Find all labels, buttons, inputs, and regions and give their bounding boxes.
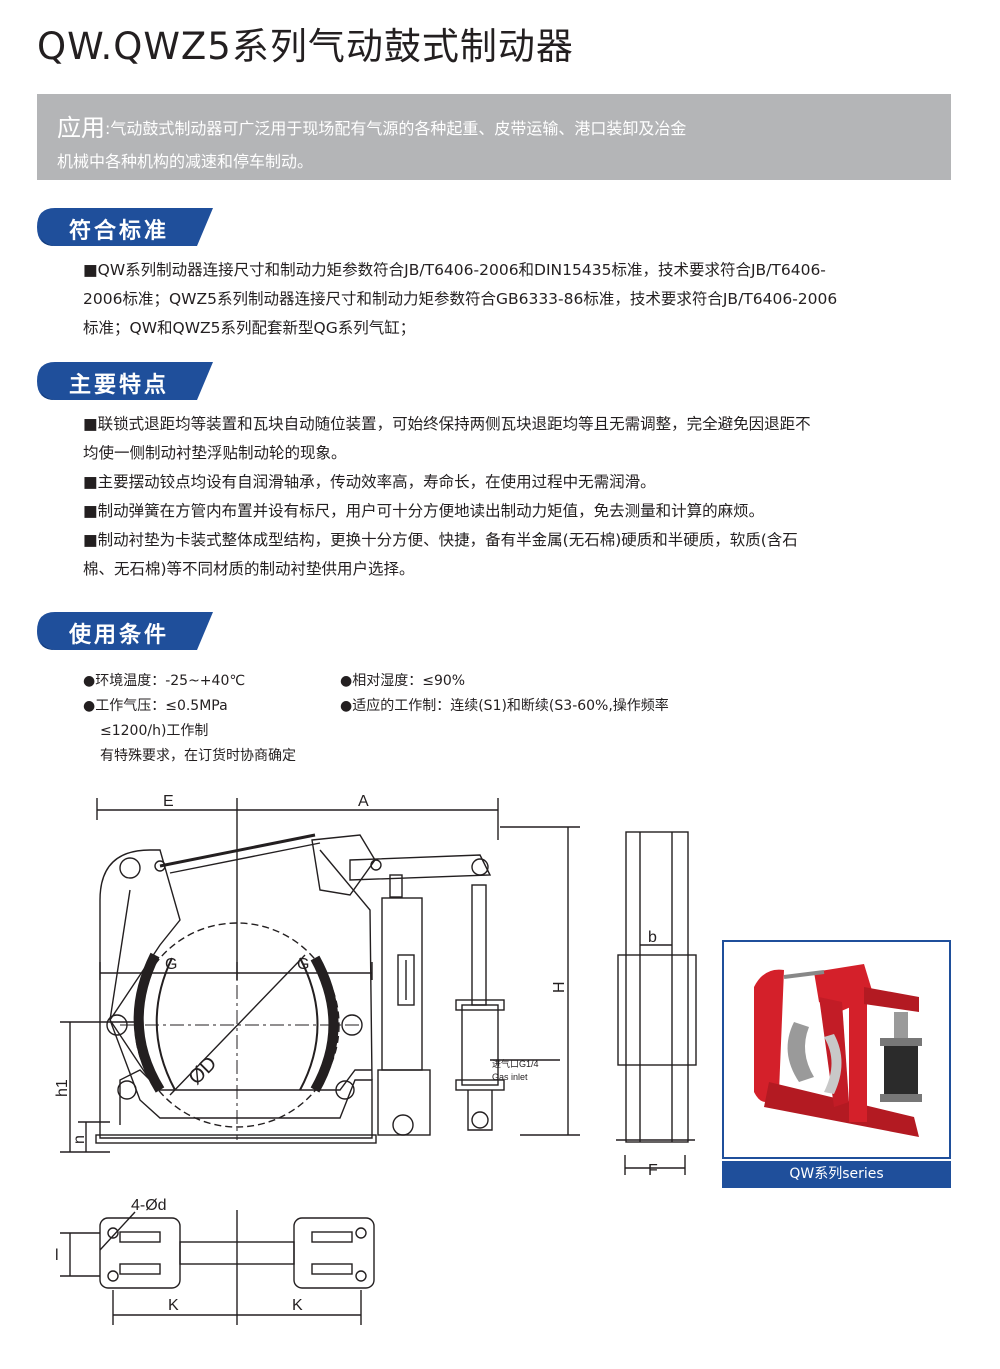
features-line: ■制动弹簧在方管内布置并设有标尺，用户可十分方便地读出制动力矩值，免去测量和计算…: [83, 502, 765, 520]
features-text: ■联锁式退距均等装置和瓦块自动随位装置，可始终保持两侧瓦块退距均等且无需调整，完…: [83, 410, 953, 584]
dim-l: l: [55, 1247, 59, 1264]
dim-G-right: G: [297, 956, 309, 973]
dim-K-left: K: [168, 1297, 179, 1314]
dim-K-right: K: [292, 1297, 303, 1314]
application-box: 应用:气动鼓式制动器可广泛用于现场配有气源的各种起重、皮带运输、港口装卸及冶金 …: [37, 94, 951, 180]
gas-inlet-cn: 进气口G1/4: [492, 1058, 539, 1069]
standards-heading: 符合标准: [37, 208, 213, 246]
standards-line: ■QW系列制动器连接尺寸和制动力矩参数符合JB/T6406-2006和DIN15…: [83, 261, 826, 279]
photo-caption: QW系列series: [722, 1161, 951, 1188]
red-brake-illustration: [724, 942, 949, 1157]
env-temperature: ●环境温度：-25~+40℃: [83, 673, 246, 689]
dim-H: H: [551, 981, 568, 993]
dim-G-left: G: [165, 956, 177, 973]
application-label: 应用: [57, 114, 105, 142]
standards-line: 标准；QW和QWZ5系列配套新型QG系列气缸；: [83, 319, 416, 337]
application-line-2: 机械中各种机构的减速和停车制动。: [57, 152, 314, 171]
heading-badge-shape: [37, 612, 213, 650]
duty-cycle: ●适应的工作制：连续(S1)和断续(S3-60%,操作频率: [340, 698, 669, 714]
features-line: ■主要摆动铰点均设有自润滑轴承，传动效率高，寿命长，在使用过程中无需润滑。: [83, 473, 656, 491]
standards-text: ■QW系列制动器连接尺寸和制动力矩参数符合JB/T6406-2006和DIN15…: [83, 256, 953, 343]
dim-4d: 4-Ød: [131, 1197, 167, 1214]
features-line: 均使一侧制动衬垫浮贴制动轮的现象。: [83, 444, 347, 462]
working-pressure: ●工作气压：≤0.5MPa: [83, 698, 228, 714]
dim-b: b: [648, 929, 657, 946]
features-heading: 主要特点: [37, 362, 213, 400]
product-photo: [722, 940, 951, 1159]
standards-heading-label: 符合标准: [69, 219, 170, 244]
duty-cycle-cont: ≤1200/h)工作制: [100, 723, 209, 739]
brake-drawing: E A G G H h1 n ØD b F 4-Ød l K K 进气口G1/4…: [54, 793, 697, 1325]
dim-A: A: [358, 793, 369, 810]
features-line: ■联锁式退距均等装置和瓦块自动随位装置，可始终保持两侧瓦块退距均等且无需调整，完…: [83, 415, 811, 433]
gas-inlet-en: Gas inlet: [492, 1072, 528, 1082]
heading-badge-shape: [37, 208, 213, 246]
dim-h1: h1: [54, 1079, 71, 1097]
dim-D: ØD: [184, 1052, 221, 1089]
special-requirements: 有特殊要求，在订货时协商确定: [100, 748, 296, 764]
features-line: 棉、无石棉)等不同材质的制动衬垫供用户选择。: [83, 560, 415, 578]
relative-humidity: ●相对湿度：≤90%: [340, 673, 466, 689]
conditions-heading: 使用条件: [37, 612, 213, 650]
features-line: ■制动衬垫为卡装式整体成型结构，更换十分方便、快捷，备有半金属(无石棉)硬质和半…: [83, 531, 798, 549]
application-line-1: 应用:气动鼓式制动器可广泛用于现场配有气源的各种起重、皮带运输、港口装卸及冶金: [57, 108, 686, 143]
standards-line: 2006标准；QWZ5系列制动器连接尺寸和制动力矩参数符合GB6333-86标准…: [83, 290, 838, 308]
page-title: QW.QWZ5系列气动鼓式制动器: [37, 25, 574, 68]
dim-E: E: [163, 793, 174, 810]
dim-F: F: [648, 1162, 658, 1179]
application-text-1: :气动鼓式制动器可广泛用于现场配有气源的各种起重、皮带运输、港口装卸及冶金: [105, 119, 687, 138]
dim-n: n: [71, 1135, 88, 1144]
heading-badge-shape: [37, 362, 213, 400]
conditions-heading-label: 使用条件: [69, 623, 170, 648]
features-heading-label: 主要特点: [69, 373, 170, 398]
